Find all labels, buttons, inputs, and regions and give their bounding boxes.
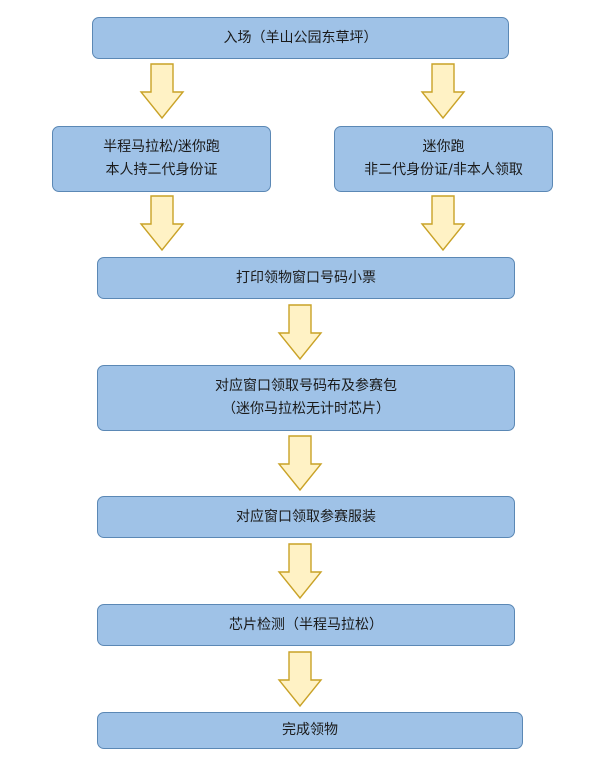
print-ticket-text: 打印领物窗口号码小票	[236, 269, 376, 286]
collect-bib-node: 对应窗口领取号码布及参赛包 （迷你马拉松无计时芯片）	[97, 365, 515, 431]
arrow-print-to-bib	[277, 304, 323, 361]
print-ticket-node: 打印领物窗口号码小票	[97, 257, 515, 299]
collect-apparel-node: 对应窗口领取参赛服装	[97, 496, 515, 538]
mini-run-pickup-line1: 迷你跑	[422, 139, 465, 155]
entry-node: 入场（羊山公园东草坪）	[92, 17, 509, 59]
arrow-mini-run-to-print	[420, 195, 466, 252]
chip-check-text: 芯片检测（半程马拉松）	[229, 616, 383, 633]
collect-bib-line1: 对应窗口领取号码布及参赛包	[215, 378, 397, 394]
arrow-entry-to-half-marathon	[139, 63, 185, 120]
half-marathon-pickup-line2: 本人持二代身份证	[105, 162, 218, 178]
arrow-half-marathon-to-print	[139, 195, 185, 252]
mini-run-pickup-node: 迷你跑 非二代身份证/非本人领取	[334, 126, 553, 192]
arrow-entry-to-mini-run	[420, 63, 466, 120]
arrow-apparel-to-chip	[277, 543, 323, 600]
complete-text: 完成领物	[282, 722, 338, 738]
mini-run-pickup-line2: 非二代身份证/非本人领取	[364, 162, 523, 178]
entry-node-text: 入场（羊山公园东草坪）	[223, 29, 378, 46]
chip-check-node: 芯片检测（半程马拉松）	[97, 604, 515, 646]
collect-bib-line2: （迷你马拉松无计时芯片）	[222, 401, 390, 417]
complete-node: 完成领物	[97, 712, 523, 749]
collect-apparel-text: 对应窗口领取参赛服装	[236, 508, 376, 525]
arrow-bib-to-apparel	[277, 435, 323, 492]
half-marathon-pickup-line1: 半程马拉松/迷你跑	[103, 139, 220, 155]
half-marathon-pickup-node: 半程马拉松/迷你跑 本人持二代身份证	[52, 126, 271, 192]
arrow-chip-to-complete	[277, 651, 323, 708]
